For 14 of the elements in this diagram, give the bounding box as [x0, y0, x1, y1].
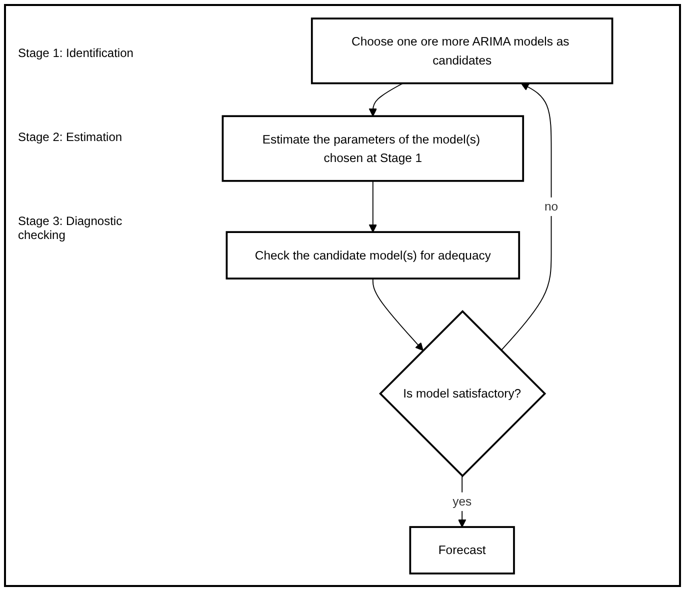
- node-box: Choose one ore more ARIMA models as candidates: [310, 17, 614, 84]
- node-box: Forecast: [409, 526, 515, 574]
- stage-label: Stage 1: Identification: [17, 46, 134, 60]
- node-box: Check the candidate model(s) for adequacy: [226, 230, 520, 279]
- stage-label: Stage 3: Diagnostic checking: [17, 214, 124, 242]
- edge-label: yes: [452, 494, 472, 508]
- arrow: [368, 180, 378, 232]
- arrow: [500, 82, 552, 350]
- stage-label: Stage 2: Estimation: [17, 130, 124, 144]
- edge-label: no: [544, 198, 558, 213]
- node-diamond: Is model satisfactory?: [379, 310, 546, 477]
- node-box: Estimate the parameters of the model(s) chosen at Stage 1: [222, 114, 524, 182]
- arrow: [368, 82, 404, 116]
- arrow: [372, 278, 424, 350]
